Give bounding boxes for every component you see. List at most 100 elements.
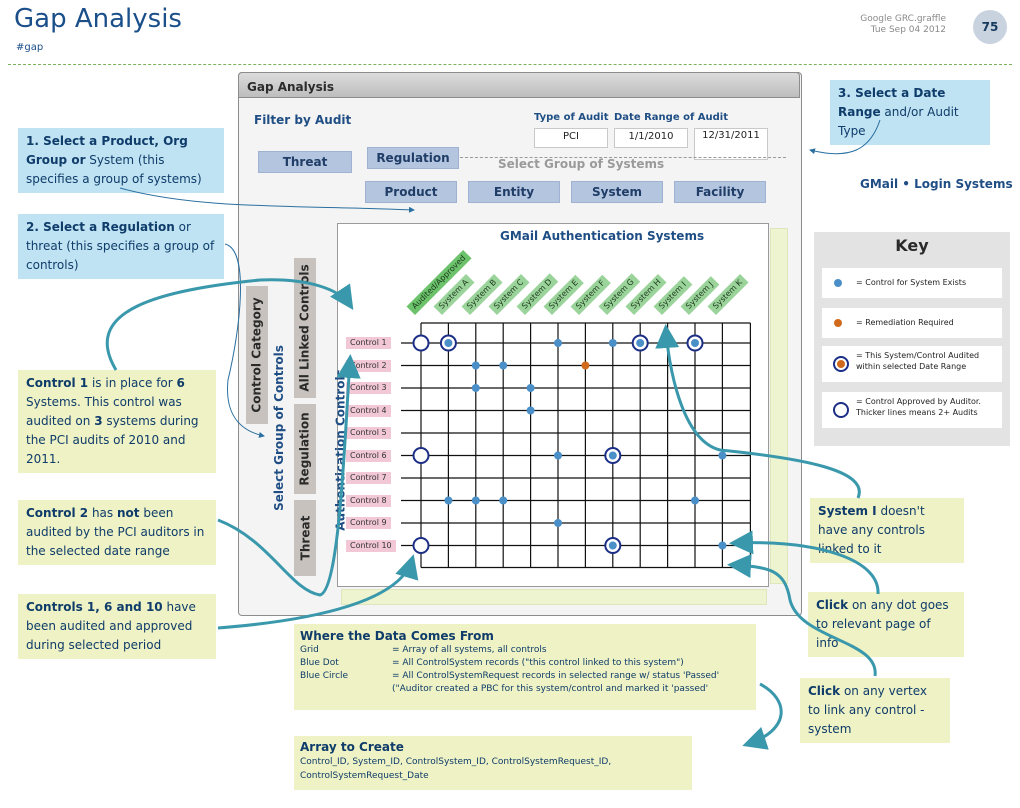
- n5-b1: Control 2: [26, 506, 89, 520]
- key-text-control-exists: = Control for System Exists: [856, 278, 967, 287]
- blue-dot[interactable]: [444, 339, 453, 347]
- select-group-of-systems-label: Select Group of Systems: [498, 157, 665, 171]
- page-tag: #gap: [16, 42, 44, 53]
- date-from-field[interactable]: 1/1/2010: [614, 128, 688, 148]
- blue-dot[interactable]: [636, 339, 645, 347]
- tab-threat[interactable]: Threat: [258, 151, 352, 173]
- blue-dot[interactable]: [444, 496, 453, 505]
- blue-dot[interactable]: [691, 496, 699, 505]
- n5-t2: been audited by the PCI auditors in the …: [26, 506, 205, 558]
- blue-dot[interactable]: [526, 406, 535, 415]
- page-title: Gap Analysis: [14, 4, 182, 34]
- n4-t1: is in place for: [88, 376, 177, 390]
- row-header[interactable]: Control 5: [346, 427, 391, 439]
- blue-dot[interactable]: [554, 339, 562, 347]
- audit-type-select[interactable]: PCI: [534, 128, 608, 148]
- type-of-audit-label: Type of Audit: [534, 112, 609, 123]
- note-select-product-strong: 1. Select a Product, Org Group or: [26, 134, 188, 167]
- n4-b2: 6: [176, 376, 185, 390]
- source-file: Google GRC.graffle: [860, 14, 946, 24]
- n9-b: Click: [808, 684, 841, 698]
- filter-by-audit-label: Filter by Audit: [254, 113, 352, 127]
- row-header[interactable]: Control 2: [346, 359, 391, 372]
- approved-circle[interactable]: [412, 447, 430, 464]
- blue-dot[interactable]: [471, 384, 480, 392]
- row-header[interactable]: Control 7: [346, 472, 391, 484]
- system-group-name: GMail • Login Systems: [860, 177, 1013, 191]
- row-header[interactable]: Control 6: [346, 449, 391, 462]
- orange-dot[interactable]: [581, 361, 590, 370]
- n5-t1: has: [88, 506, 117, 520]
- n7-b: System I: [818, 504, 877, 518]
- note-system-i: System I doesn't have any controls linke…: [810, 498, 964, 563]
- blue-dot[interactable]: [526, 384, 535, 392]
- date-range-label: Date Range of Audit: [614, 112, 729, 123]
- key-item-approved: = Control Approved by Auditor. Thicker l…: [822, 392, 1002, 428]
- header-divider: [8, 64, 1012, 65]
- blue-dot[interactable]: [718, 541, 727, 550]
- blue-dot[interactable]: [554, 519, 562, 527]
- group-facility-button[interactable]: Facility: [674, 181, 766, 203]
- key-text-remediation: = Remediation Required: [856, 318, 954, 327]
- row-header[interactable]: Control 9: [346, 517, 391, 529]
- blue-dot[interactable]: [608, 339, 617, 347]
- note-controls-approved: Controls 1, 6 and 10 have been audited a…: [18, 594, 216, 659]
- data-source-row: Blue Circle = All ControlSystemRequest re…: [300, 670, 750, 683]
- n5-b2: not: [116, 506, 140, 520]
- array-title: Array to Create: [300, 740, 404, 754]
- row-header[interactable]: Control 8: [346, 494, 391, 507]
- approved-circle-icon: [833, 402, 849, 418]
- data-source-box: Where the Data Comes From Grid = Array of…: [294, 624, 756, 710]
- date-to-field[interactable]: 12/31/2011: [694, 128, 768, 160]
- blue-dot[interactable]: [471, 496, 480, 505]
- approved-circle[interactable]: [412, 334, 430, 352]
- data-source-value: = Array of all systems, all controls: [392, 645, 547, 655]
- blue-dot-icon: [834, 279, 842, 287]
- n8-b: Click: [816, 598, 849, 612]
- data-source-key: [300, 683, 392, 696]
- n4-t3: systems during the PCI audits of 2010 an…: [26, 414, 199, 466]
- note-select-regulation-strong: 2. Select a Regulation: [26, 220, 175, 234]
- blue-dot[interactable]: [691, 339, 699, 347]
- data-source-rows: Grid = Array of all systems, all controls…: [300, 644, 750, 696]
- blue-dot[interactable]: [554, 451, 562, 460]
- row-header[interactable]: Control 3: [346, 382, 391, 394]
- note-control-2: Control 2 has not been audited by the PC…: [18, 500, 216, 565]
- page-meta: Google GRC.graffle Tue Sep 04 2012: [860, 14, 946, 36]
- group-system-button[interactable]: System: [571, 181, 663, 203]
- blue-dot[interactable]: [608, 451, 617, 460]
- array-line-2: ControlSystemRequest_Date: [300, 771, 429, 781]
- blue-dot[interactable]: [608, 541, 617, 550]
- data-source-key: Grid: [300, 645, 319, 655]
- data-source-row: Blue Dot= All ControlSystem records ("th…: [300, 657, 750, 670]
- page-date: Tue Sep 04 2012: [870, 25, 946, 35]
- key-text-approved: = Control Approved by Auditor. Thicker l…: [856, 397, 981, 417]
- blue-dot[interactable]: [471, 361, 480, 370]
- row-header[interactable]: Control 10: [346, 539, 396, 552]
- orange-dot-icon: [834, 319, 842, 327]
- row-header[interactable]: Control 1: [346, 337, 391, 349]
- array-to-create-box: Array to Create Control_ID, System_ID, C…: [294, 736, 692, 790]
- note-select-regulation-text: or threat (this specifies a group of con…: [26, 220, 215, 272]
- data-source-value: = All ControlSystemRequest records in se…: [392, 671, 720, 681]
- blue-dot[interactable]: [499, 361, 508, 370]
- tab-divider: [460, 157, 786, 158]
- approved-circle[interactable]: [412, 537, 430, 554]
- blue-dot[interactable]: [718, 451, 727, 460]
- row-header[interactable]: Control 4: [346, 404, 391, 417]
- key-panel: Key = Control for System Exists = Remedi…: [814, 232, 1010, 446]
- array-line-1: Control_ID, System_ID, ControlSystem_ID,…: [300, 757, 612, 767]
- key-title: Key: [895, 236, 929, 255]
- window-title: Gap Analysis: [238, 72, 800, 98]
- data-source-title: Where the Data Comes From: [300, 629, 494, 643]
- blue-dot[interactable]: [499, 496, 508, 505]
- note-select-product-text: System (this specifies a group of system…: [26, 153, 202, 186]
- n6-b: Controls 1, 6 and 10: [26, 600, 163, 614]
- n4-b1: Control 1: [26, 376, 89, 390]
- n4-b3: 3: [94, 414, 103, 428]
- note-select-product: 1. Select a Product, Org Group or System…: [18, 128, 224, 193]
- tab-regulation[interactable]: Regulation: [367, 147, 459, 169]
- group-entity-button[interactable]: Entity: [468, 181, 560, 203]
- data-source-key: Blue Circle: [300, 671, 349, 681]
- n6-t: have been audited and approved during se…: [26, 600, 196, 652]
